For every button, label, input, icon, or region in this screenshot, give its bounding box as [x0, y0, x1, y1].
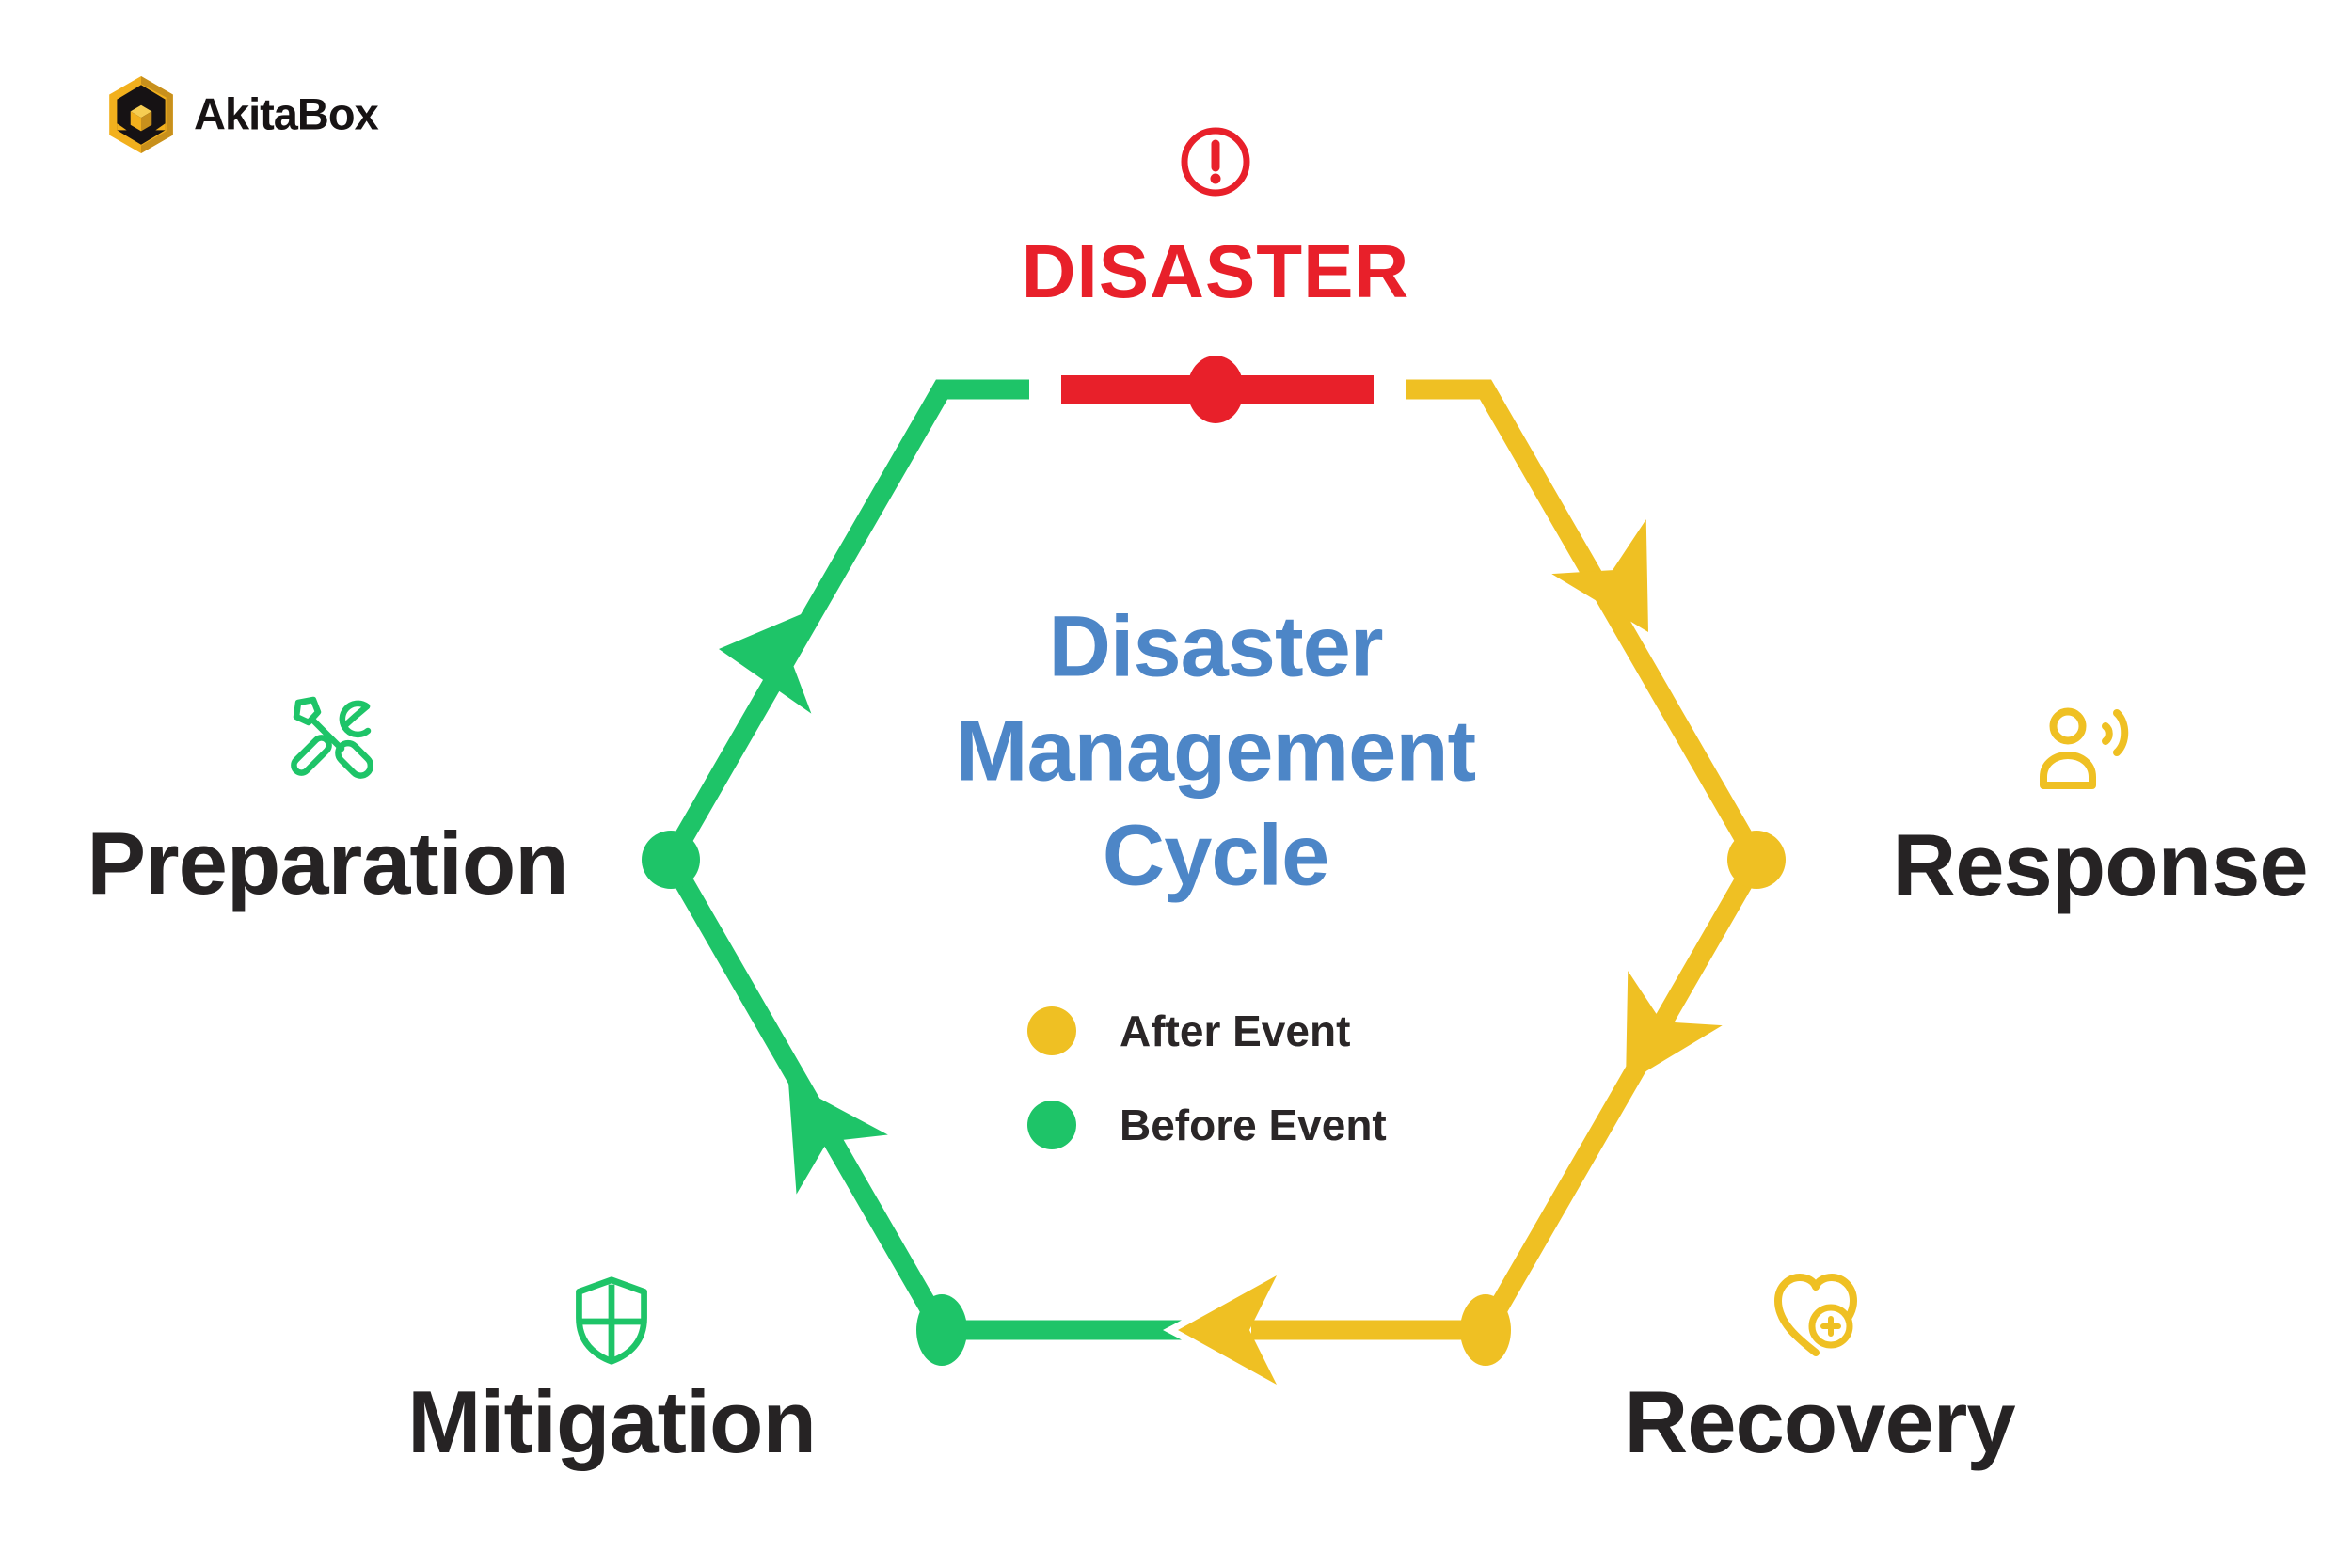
alert-circle	[1181, 127, 1250, 197]
center-title-line-1: Disaster	[1048, 598, 1383, 695]
response-label: Response	[1892, 816, 2308, 914]
before-event-edge-path	[659, 379, 1029, 1336]
legend-before-event-label: Before Event	[1120, 1101, 1387, 1149]
heart-medical-plus-icon	[1774, 1274, 1857, 1356]
screwdriver-handle	[335, 739, 373, 779]
logo-cube-right	[141, 111, 152, 132]
person-announcing-icon	[2040, 707, 2129, 789]
arrow-disaster-to-response	[1551, 519, 1648, 632]
wrench-handle	[291, 735, 332, 776]
logo-leg-gap-right	[155, 123, 166, 131]
arrow-mitigation-to-preparation	[788, 1082, 888, 1195]
legend-after-event-label: After Event	[1120, 1006, 1351, 1055]
disaster-node-dot	[1187, 356, 1244, 423]
heart-outline	[1774, 1274, 1857, 1356]
akitabox-logo-icon	[109, 76, 173, 153]
wrench-head	[339, 700, 372, 738]
alert-exclamation-circle-icon	[1181, 127, 1250, 197]
alert-dot	[1210, 173, 1221, 184]
preparation-node-dot	[642, 831, 700, 889]
brand-name: AkitaBox	[194, 88, 379, 139]
crossed-tools-icon	[291, 696, 373, 779]
preparation-label: Preparation	[87, 814, 568, 912]
shield-cross-icon	[576, 1276, 647, 1365]
person-head	[2049, 707, 2087, 745]
disaster-label: DISASTER	[1021, 230, 1410, 313]
logo-hexagon-shade	[141, 76, 173, 153]
center-title-line-2: Management	[955, 703, 1476, 800]
sound-wave-small	[2102, 722, 2113, 745]
mitigation-node-dot	[916, 1294, 967, 1366]
arrow-response-to-recovery	[1626, 971, 1723, 1084]
screwdriver-shaft	[310, 717, 345, 752]
person-shoulders	[2040, 752, 2096, 789]
shield-outline	[576, 1276, 647, 1365]
logo-cube-left	[130, 111, 141, 132]
legend-after-event-dot	[1027, 1006, 1076, 1055]
arrow-recovery-to-mitigation	[1178, 1275, 1277, 1385]
response-node-dot	[1727, 831, 1786, 889]
center-title-line-3: Cycle	[1102, 807, 1329, 904]
mitigation-label: Mitigation	[407, 1372, 817, 1471]
medical-plus	[1820, 1316, 1841, 1337]
wrench-jaw	[341, 703, 371, 730]
legend-before-event-dot	[1027, 1101, 1076, 1149]
arrow-preparation-to-disaster	[719, 605, 823, 714]
recovery-label: Recovery	[1624, 1372, 2015, 1471]
mitigation-bottom-segment	[942, 1320, 1182, 1340]
recovery-node-dot	[1460, 1294, 1511, 1366]
screwdriver-tip	[293, 696, 322, 726]
logo-cube-top	[130, 104, 152, 119]
sound-wave-large	[2113, 709, 2129, 756]
